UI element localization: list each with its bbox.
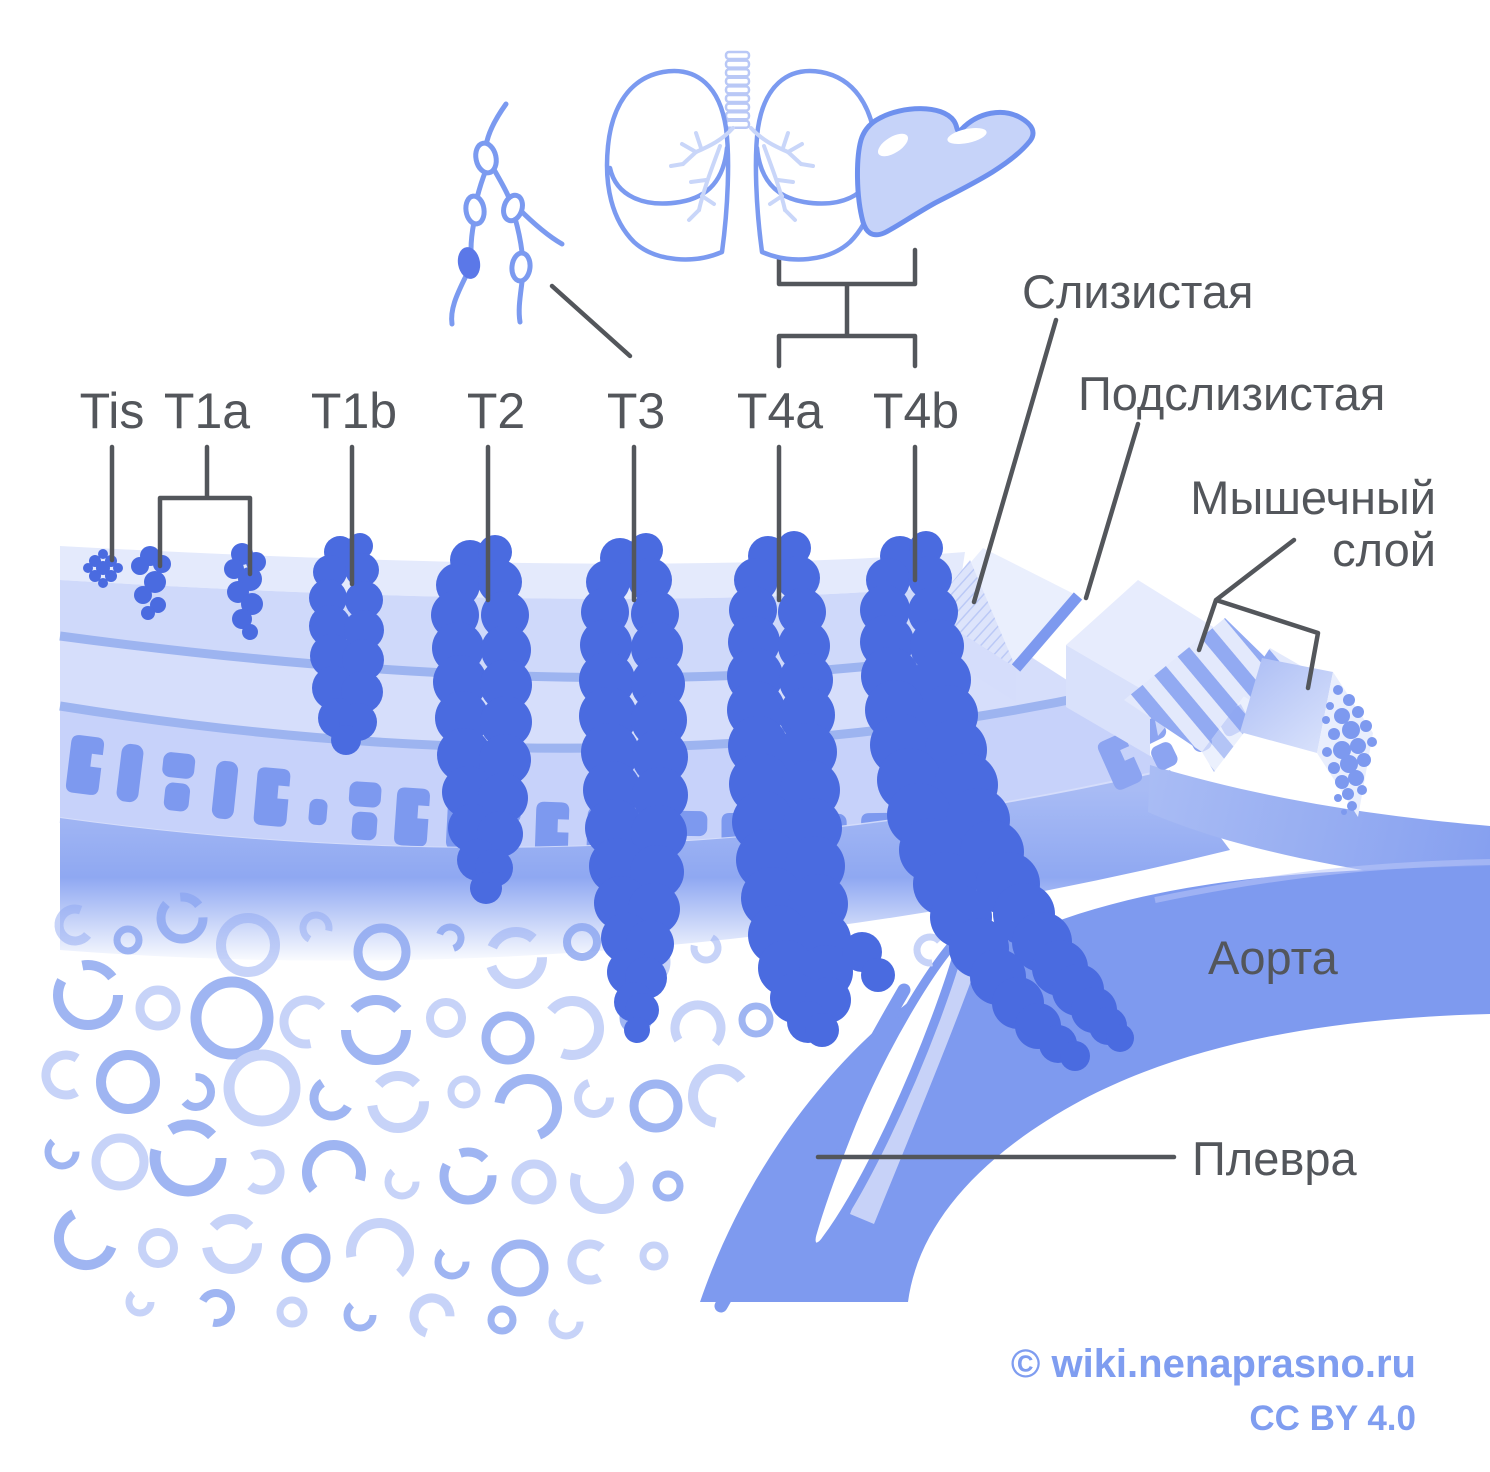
pleura-leaf: [806, 929, 967, 1252]
aorta-shape: [700, 859, 1490, 1302]
label-t4b: T4b: [873, 383, 959, 439]
tumor-t4a: [727, 531, 895, 1047]
mucosa-leader-line: [971, 317, 1059, 605]
labels: Tis T1a T1b T2 T3 T4a T4b Слизистая Подс…: [80, 265, 1436, 1438]
lungs-icon: [604, 50, 880, 262]
trachea: [724, 50, 751, 130]
adventitia-band: [1095, 681, 1490, 888]
label-mucosa: Слизистая: [1022, 265, 1254, 318]
label-tis: Tis: [80, 383, 145, 439]
tumor-tis: [83, 549, 123, 588]
watermark-credit: © wiki.nenaprasno.ru: [1011, 1342, 1416, 1386]
label-muscle-line2: слой: [1332, 523, 1436, 576]
organs-bracket: [776, 247, 918, 369]
aorta-top-seam: [1154, 859, 1490, 903]
lymph-node-filled: [457, 247, 481, 279]
tumor-t4b: [860, 531, 1134, 1071]
honeycomb-dots: [1322, 685, 1377, 815]
muscle-leader-bracket: [1196, 537, 1321, 691]
label-t4a: T4a: [737, 383, 823, 439]
adventitia-band-shape: [1148, 765, 1490, 888]
tumor-t3: [579, 533, 688, 1043]
label-submucosa: Подслизистая: [1078, 367, 1385, 420]
pleura-outer-line-2: [714, 1235, 764, 1313]
label-t1a: T1a: [164, 383, 250, 439]
leader-lines: [109, 247, 1321, 1160]
tumor-t2: [431, 535, 532, 904]
label-t3: T3: [607, 383, 665, 439]
liver-icon: [855, 106, 1036, 238]
tumors: [83, 531, 1134, 1071]
bronchial-tree: [669, 126, 815, 222]
label-muscle-line1: Мышечный: [1190, 471, 1436, 524]
label-aorta: Аорта: [1208, 931, 1339, 984]
tumor-t1b: [309, 533, 384, 755]
layer-cutaway-blocks: [928, 548, 1377, 817]
submucosa-leader-line: [1083, 421, 1141, 601]
pleura-shape: [714, 901, 978, 1313]
lymph-leader-line: [549, 283, 633, 359]
t1a-leader-bracket: [157, 444, 253, 577]
lymph-nodes-icon: [449, 101, 565, 327]
pleura-outer-line-1: [769, 983, 911, 1237]
label-t2: T2: [467, 383, 525, 439]
label-pleura: Плевра: [1192, 1132, 1357, 1185]
aorta-band: [700, 866, 1490, 1302]
watermark-license: CC BY 4.0: [1249, 1399, 1416, 1438]
label-t1b: T1b: [311, 383, 397, 439]
